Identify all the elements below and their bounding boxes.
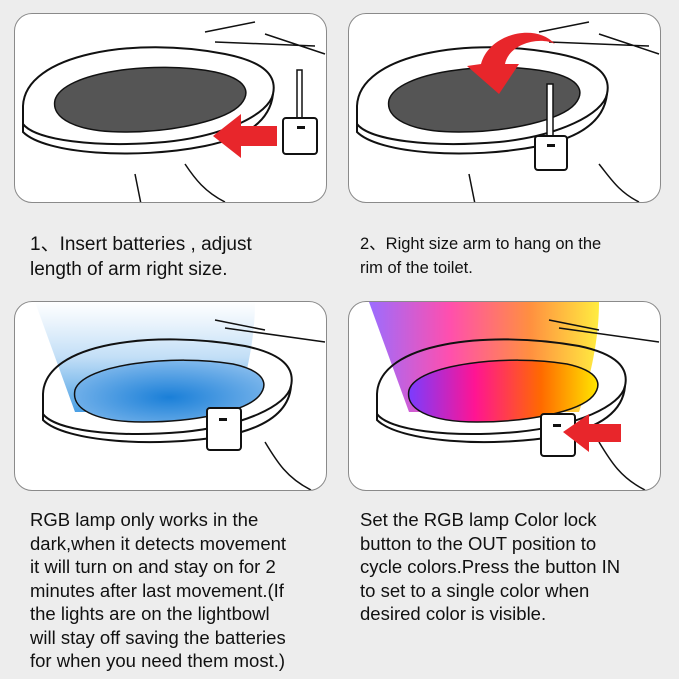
toilet-bowl-lit	[73, 359, 265, 423]
sensor-box	[206, 407, 242, 451]
toilet-bowl-lit	[407, 359, 599, 423]
toilet-hang-illustration	[356, 21, 660, 202]
sensor-arm	[296, 69, 303, 121]
step-3-illustration	[14, 301, 327, 491]
toilet-bowl-inner	[387, 66, 581, 133]
toilet-rainbow-light-illustration	[369, 302, 660, 490]
toilet-blue-light-illustration	[35, 302, 326, 490]
step-2-caption: 2、Right size arm to hang on the rim of t…	[360, 235, 602, 277]
toilet-battery-illustration	[22, 21, 326, 202]
toilet-bowl-inner	[53, 66, 247, 133]
step-1-caption: 1、Insert batteries , adjust length of ar…	[30, 234, 252, 280]
toilet-seat-front	[22, 93, 274, 155]
step-4-caption: Set the RGB lamp Color lock button to th…	[360, 509, 621, 624]
sensor-box	[534, 135, 568, 171]
step-2-illustration	[348, 13, 661, 203]
toilet-tank-lines	[204, 21, 326, 55]
press-button-arrow-icon	[563, 414, 621, 452]
toilet-base	[134, 163, 226, 202]
curved-arrow-icon	[467, 32, 555, 94]
step-1-illustration	[14, 13, 327, 203]
insert-arrow-icon	[213, 114, 277, 158]
step-4-illustration	[348, 301, 661, 491]
sensor-box	[282, 117, 318, 155]
step-3-caption: RGB lamp only works in the dark,when it …	[30, 509, 287, 671]
